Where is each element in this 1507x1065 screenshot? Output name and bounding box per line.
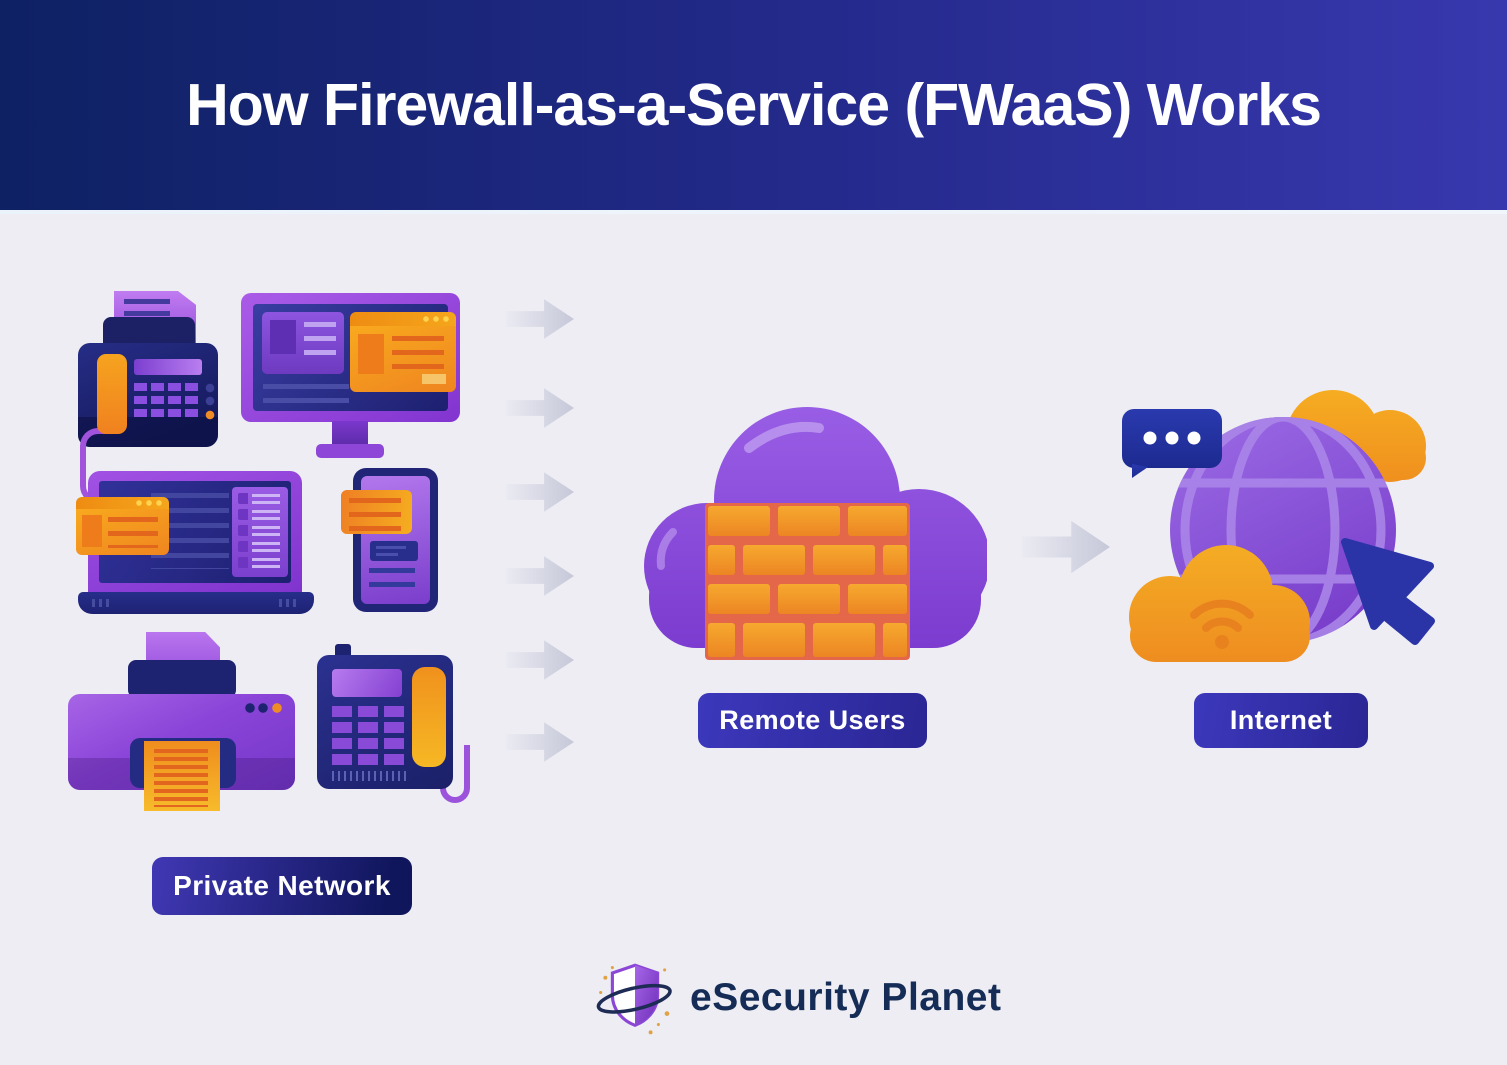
shield-orbit-logo-icon — [596, 963, 672, 1035]
fax-side-buttons — [204, 383, 216, 421]
smartphone-content-card — [370, 541, 418, 561]
desk-phone-handset — [412, 667, 446, 767]
header-banner: How Firewall-as-a-Service (FWaaS) Works — [0, 0, 1507, 210]
brick-mortar — [705, 503, 910, 660]
printer-buttons — [244, 702, 284, 714]
internet-label-text: Internet — [1229, 705, 1333, 735]
monitor-stand-neck — [332, 421, 368, 445]
orbit-ring — [596, 983, 672, 1014]
private-network-label: Private Network — [152, 857, 412, 915]
printer-paper-slot — [128, 660, 236, 698]
remote-users-label-text: Remote Users — [719, 705, 906, 735]
laptop-popup-window — [76, 497, 169, 555]
shield-half — [635, 965, 658, 1026]
popup-content — [350, 326, 456, 392]
printer-paper-output — [144, 741, 220, 811]
fax-display — [134, 359, 202, 375]
cloud-highlight-left — [656, 528, 677, 570]
cursor-arrow-icon — [1341, 538, 1435, 645]
cloud-highlight — [744, 421, 824, 453]
chat-bubble-icon — [1122, 409, 1222, 478]
internet-label: Internet — [1194, 693, 1368, 748]
panel-row — [238, 525, 282, 536]
laptop-base — [78, 592, 314, 614]
panel-row — [238, 541, 282, 552]
brand-footer: eSecurity Planet — [596, 952, 1016, 1044]
monitor-stand-base — [316, 444, 384, 458]
brick-wall-icon — [705, 503, 910, 660]
logo-sparkles — [599, 966, 670, 1035]
private-network-label-text: Private Network — [173, 870, 391, 901]
panel-row — [238, 557, 282, 568]
fax-paper-slot — [103, 317, 195, 347]
header-divider — [0, 210, 1507, 214]
fax-keypad — [134, 383, 198, 417]
smartphone-notification — [341, 490, 412, 534]
wifi-cloud-icon — [1129, 545, 1310, 662]
monitor-content-card — [262, 312, 344, 374]
laptop-side-panel — [232, 487, 288, 577]
desk-phone-keypad — [332, 706, 404, 765]
brand-name: eSecurity Planet — [690, 976, 1002, 1019]
monitor-popup-window — [350, 312, 456, 392]
desk-phone-tab — [335, 644, 351, 658]
popup-content — [76, 509, 169, 555]
popup-titlebar — [76, 497, 169, 509]
panel-row — [238, 509, 282, 520]
popup-titlebar — [350, 312, 456, 326]
panel-row — [238, 493, 282, 504]
bricks — [708, 506, 907, 657]
page-title: How Firewall-as-a-Service (FWaaS) Works — [186, 72, 1322, 138]
desk-phone-display — [332, 669, 402, 697]
wifi-icon — [1190, 599, 1254, 649]
fax-handset — [97, 354, 127, 434]
desk-phone-speaker — [332, 771, 406, 781]
remote-users-label: Remote Users — [698, 693, 927, 748]
internet-illustration — [1122, 390, 1435, 662]
